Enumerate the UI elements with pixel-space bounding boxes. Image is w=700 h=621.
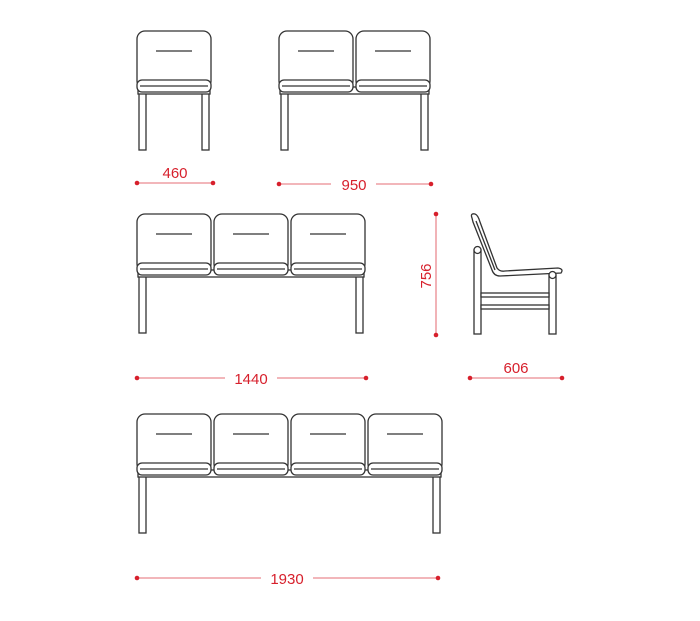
front-leg	[548, 274, 557, 335]
four-seat-bench	[136, 413, 443, 534]
dimension-endpoint	[363, 375, 369, 381]
dimension-endpoint	[134, 575, 140, 581]
two-seat-bench	[278, 30, 431, 151]
dimension-label: 606	[503, 360, 528, 377]
leg	[138, 475, 147, 534]
dimension-endpoint	[428, 181, 434, 187]
dimension-endpoint	[435, 575, 441, 581]
leg	[201, 92, 210, 151]
seat-shell-profile	[470, 213, 563, 277]
dimension-label: 460	[162, 165, 187, 182]
dimension-1440: 1440	[134, 368, 369, 388]
dimension-endpoint	[433, 211, 439, 217]
leg	[280, 92, 289, 151]
dimension-label: 950	[341, 177, 366, 194]
dimension-endpoint	[210, 180, 216, 186]
dimension-label: 1930	[270, 571, 303, 588]
leg	[138, 92, 147, 151]
three-seat-bench	[136, 213, 366, 334]
dimension-950: 950	[276, 174, 434, 194]
dimension-756: 756	[418, 211, 439, 338]
dimension-label: 1440	[234, 371, 267, 388]
leg	[138, 275, 147, 334]
single-seat-bench	[136, 30, 212, 151]
dimension-endpoint	[276, 181, 282, 187]
dimension-endpoint	[433, 332, 439, 338]
pivot-joint	[548, 270, 557, 280]
side-rail	[480, 304, 550, 310]
dimension-endpoint	[559, 375, 565, 381]
pivot-joint	[473, 245, 482, 255]
side-rail	[480, 292, 550, 298]
dimension-1930: 1930	[134, 568, 441, 588]
dimension-endpoint	[467, 375, 473, 381]
side-view	[470, 213, 563, 335]
dimension-606: 606	[467, 360, 565, 381]
shell-inner-line	[475, 220, 496, 271]
dimension-label: 756	[418, 263, 435, 288]
dimension-endpoint	[134, 180, 140, 186]
dimension-460: 460	[134, 160, 216, 186]
bench-views	[136, 30, 443, 534]
leg	[355, 275, 364, 334]
rear-leg	[473, 249, 482, 335]
leg	[420, 92, 429, 151]
dimension-endpoint	[134, 375, 140, 381]
leg	[432, 475, 441, 534]
